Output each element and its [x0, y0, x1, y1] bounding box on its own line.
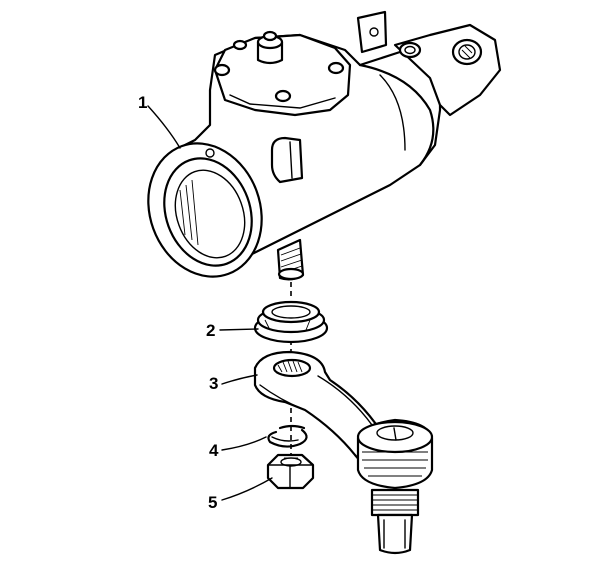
pitman-arm	[253, 350, 434, 555]
callout-3: 3	[209, 374, 258, 393]
callout-number: 2	[206, 321, 215, 340]
lock-washer	[267, 424, 308, 448]
callout-number: 1	[138, 93, 147, 112]
nut	[266, 453, 315, 490]
callout-2: 2	[206, 321, 259, 340]
callout-5: 5	[208, 477, 273, 512]
callout-4: 4	[209, 436, 267, 460]
callout-number: 4	[209, 441, 219, 460]
callout-number: 5	[208, 493, 217, 512]
callout-1: 1	[138, 93, 181, 149]
steering-gear-housing	[147, 10, 502, 281]
seal	[253, 300, 329, 344]
callout-number: 3	[209, 374, 218, 393]
